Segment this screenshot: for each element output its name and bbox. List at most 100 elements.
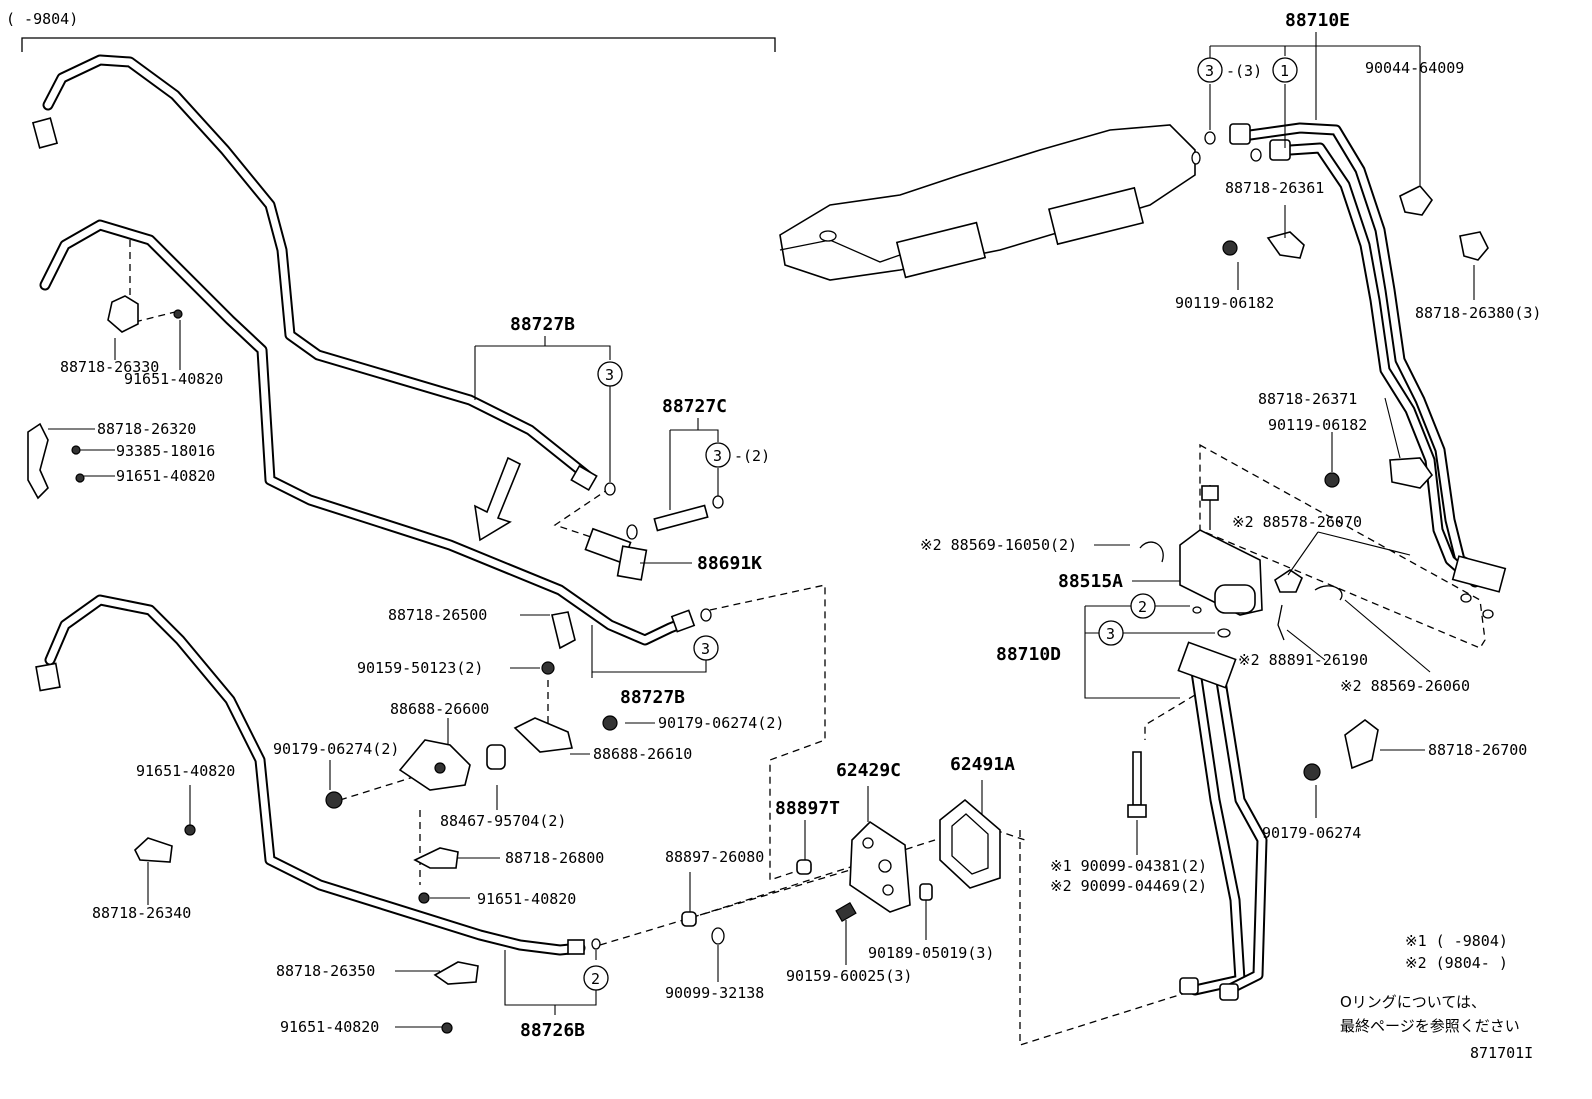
label-88718-26500: 88718-26500 bbox=[388, 606, 487, 624]
label-88897-26080: 88897-26080 bbox=[665, 848, 764, 866]
bracket-88718-26700 bbox=[1344, 718, 1379, 770]
label-93385-18016: 93385-18016 bbox=[116, 442, 215, 460]
label-88718-26330: 88718-26330 bbox=[60, 358, 159, 376]
direction-arrow bbox=[473, 456, 522, 542]
oring-h bbox=[1217, 628, 1231, 638]
callout-circle-3-88727b: 3 bbox=[597, 361, 623, 387]
svg-text:3: 3 bbox=[713, 447, 722, 465]
label-88727b-bottom: 88727B bbox=[620, 687, 685, 708]
clip-88891-26190 bbox=[1277, 604, 1285, 641]
callout-circle-2-bottom: 2 bbox=[583, 965, 609, 991]
air-duct bbox=[779, 124, 1201, 281]
label-88727b-top: 88727B bbox=[510, 314, 575, 335]
clamp-88718-26320 bbox=[27, 422, 49, 500]
pipe-right bbox=[1229, 122, 1507, 593]
label-91651-40820-a: 91651-40820 bbox=[124, 370, 223, 388]
qty-3: -(3) bbox=[1226, 62, 1262, 80]
oring-j bbox=[1482, 609, 1494, 619]
clip-88578-26070 bbox=[1274, 569, 1303, 593]
oring-note-line1: Oリングについては、 bbox=[1340, 993, 1486, 1011]
label-62429c: 62429C bbox=[836, 760, 901, 781]
label-88691k: 88691K bbox=[697, 553, 762, 574]
nut-90179-06274-l bbox=[325, 791, 343, 809]
label-88688-26610: 88688-26610 bbox=[593, 745, 692, 763]
label-88578-26070: ※2 88578-26070 bbox=[1232, 513, 1362, 531]
range-bracket bbox=[21, 37, 776, 52]
label-90179-06274-l: 90179-06274(2) bbox=[273, 740, 399, 758]
svg-text:3: 3 bbox=[1106, 625, 1115, 643]
svg-text:2: 2 bbox=[591, 970, 600, 988]
label-88726b: 88726B bbox=[520, 1020, 585, 1041]
oring-c bbox=[700, 608, 712, 622]
label-91651-40820-d: 91651-40820 bbox=[477, 890, 576, 908]
bolt-90119-a bbox=[1222, 240, 1238, 256]
harness-88569-26060 bbox=[1314, 585, 1343, 601]
callout-circle-1: 1 bbox=[1272, 57, 1298, 83]
label-91651-40820-c: 91651-40820 bbox=[136, 762, 235, 780]
clamp-88718-26340 bbox=[134, 837, 173, 863]
plate-62429c bbox=[849, 820, 911, 913]
dashed-line-d bbox=[709, 584, 826, 881]
clamp-88718-26371 bbox=[1389, 457, 1434, 489]
oring-b bbox=[712, 495, 724, 509]
pipe-upper bbox=[31, 54, 598, 492]
label-88718-26700: 88718-26700 bbox=[1428, 741, 1527, 759]
label-90159-60025: 90159-60025(3) bbox=[786, 967, 912, 985]
pipe-lower bbox=[35, 594, 586, 956]
clamp-88718-26380 bbox=[1459, 231, 1489, 261]
clamp-88718-26361 bbox=[1266, 231, 1305, 259]
label-88718-26340: 88718-26340 bbox=[92, 904, 191, 922]
svg-text:3: 3 bbox=[701, 640, 710, 658]
label-90189-05019: 90189-05019(3) bbox=[868, 944, 994, 962]
label-90119-06182-b: 90119-06182 bbox=[1268, 416, 1367, 434]
label-90179-06274-r: 90179-06274 bbox=[1262, 824, 1361, 842]
label-88467-95704: 88467-95704(2) bbox=[440, 812, 566, 830]
range-label: ( -9804) bbox=[6, 10, 78, 28]
clamp-90044-64009 bbox=[1399, 185, 1434, 216]
bolt-91651-e bbox=[441, 1022, 453, 1034]
callout-circle-3-right: 3 bbox=[1098, 620, 1124, 646]
label-88897t: 88897T bbox=[775, 798, 840, 819]
label-88891-26190: ※2 88891-26190 bbox=[1238, 651, 1368, 669]
label-90159-50123: 90159-50123(2) bbox=[357, 659, 483, 677]
label-88718-26350: 88718-26350 bbox=[276, 962, 375, 980]
harness-88569-16050 bbox=[1139, 541, 1164, 563]
label-90044-64009: 90044-64009 bbox=[1365, 59, 1464, 77]
sensor-88691k bbox=[584, 504, 709, 581]
label-90119-06182-a: 90119-06182 bbox=[1175, 294, 1274, 312]
actuator-88515a bbox=[1179, 485, 1263, 616]
oring-i bbox=[1460, 593, 1472, 603]
nut-90189-05019 bbox=[919, 883, 933, 901]
clamp-88718-26330 bbox=[107, 295, 139, 333]
label-90099-32138: 90099-32138 bbox=[665, 984, 764, 1002]
label-88569-16050: ※2 88569-16050(2) bbox=[920, 536, 1077, 554]
bolt-91651-a bbox=[173, 309, 183, 319]
label-62491a: 62491A bbox=[950, 754, 1015, 775]
grommet-88897t bbox=[796, 859, 812, 875]
bolt-91651-d bbox=[418, 892, 430, 904]
bolt-91651-b bbox=[75, 473, 85, 483]
figure-id: 871701I bbox=[1470, 1044, 1533, 1062]
label-88688-26600: 88688-26600 bbox=[390, 700, 489, 718]
clamp-88718-26350 bbox=[433, 961, 479, 985]
bolt-90119-b bbox=[1324, 472, 1340, 488]
dashed-line-e bbox=[599, 869, 851, 946]
label-90099-04469: ※2 90099-04469(2) bbox=[1050, 877, 1207, 895]
dashed-box-actuator bbox=[1199, 443, 1486, 649]
oring-90099-32138 bbox=[711, 927, 725, 945]
dashed-line-g bbox=[339, 774, 421, 801]
oring-f bbox=[1250, 148, 1262, 162]
cushion-88467-95704 bbox=[486, 744, 506, 770]
oring-a bbox=[604, 482, 616, 496]
label-88515a: 88515A bbox=[1058, 571, 1123, 592]
bolt-93385 bbox=[71, 445, 81, 455]
label-88710d: 88710D bbox=[996, 644, 1061, 665]
label-90099-04381: ※1 90099-04381(2) bbox=[1050, 857, 1207, 875]
bracket-88718-26500 bbox=[551, 611, 576, 650]
label-88718-26361: 88718-26361 bbox=[1225, 179, 1324, 197]
svg-text:1: 1 bbox=[1280, 62, 1289, 80]
qty-2: -(2) bbox=[734, 447, 770, 465]
dashed-line-l bbox=[1144, 694, 1196, 740]
pipe-88710d bbox=[1177, 641, 1268, 1001]
